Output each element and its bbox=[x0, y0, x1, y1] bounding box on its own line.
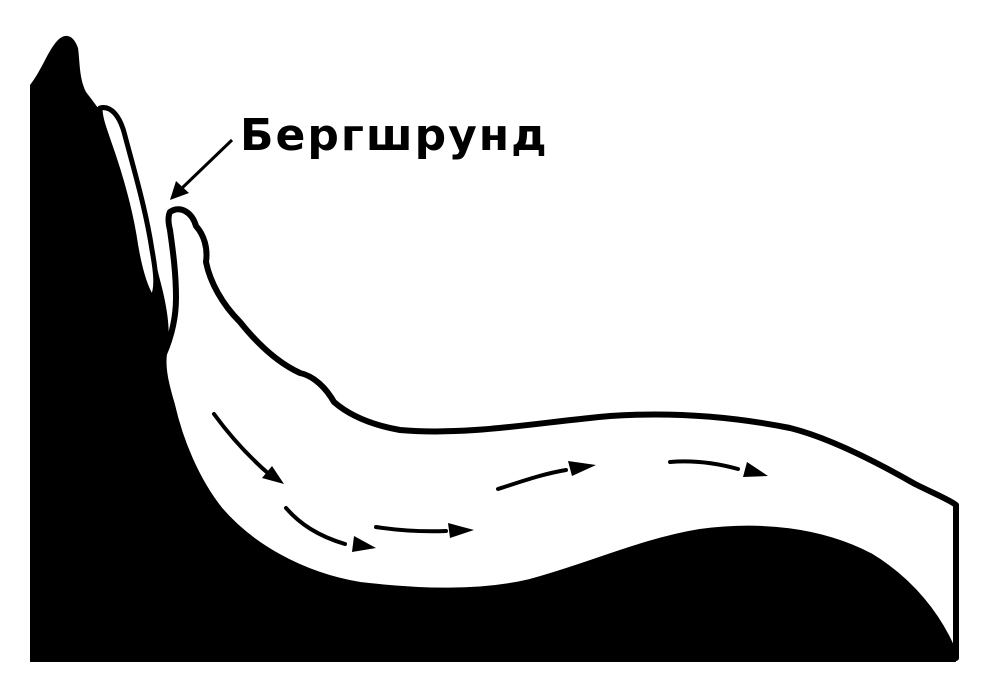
bergschrund-label: Бергшрунд bbox=[240, 110, 549, 161]
rock-wall-ice bbox=[97, 105, 159, 301]
label-pointer-arrow bbox=[170, 138, 234, 200]
flow-arrow-3 bbox=[374, 523, 474, 538]
ice-flow-arrows bbox=[212, 412, 768, 552]
flow-arrow-2 bbox=[284, 506, 376, 552]
flow-arrow-5 bbox=[668, 459, 768, 477]
bedrock bbox=[30, 35, 956, 662]
flow-arrow-4 bbox=[496, 461, 596, 491]
flow-arrow-1 bbox=[212, 412, 284, 484]
